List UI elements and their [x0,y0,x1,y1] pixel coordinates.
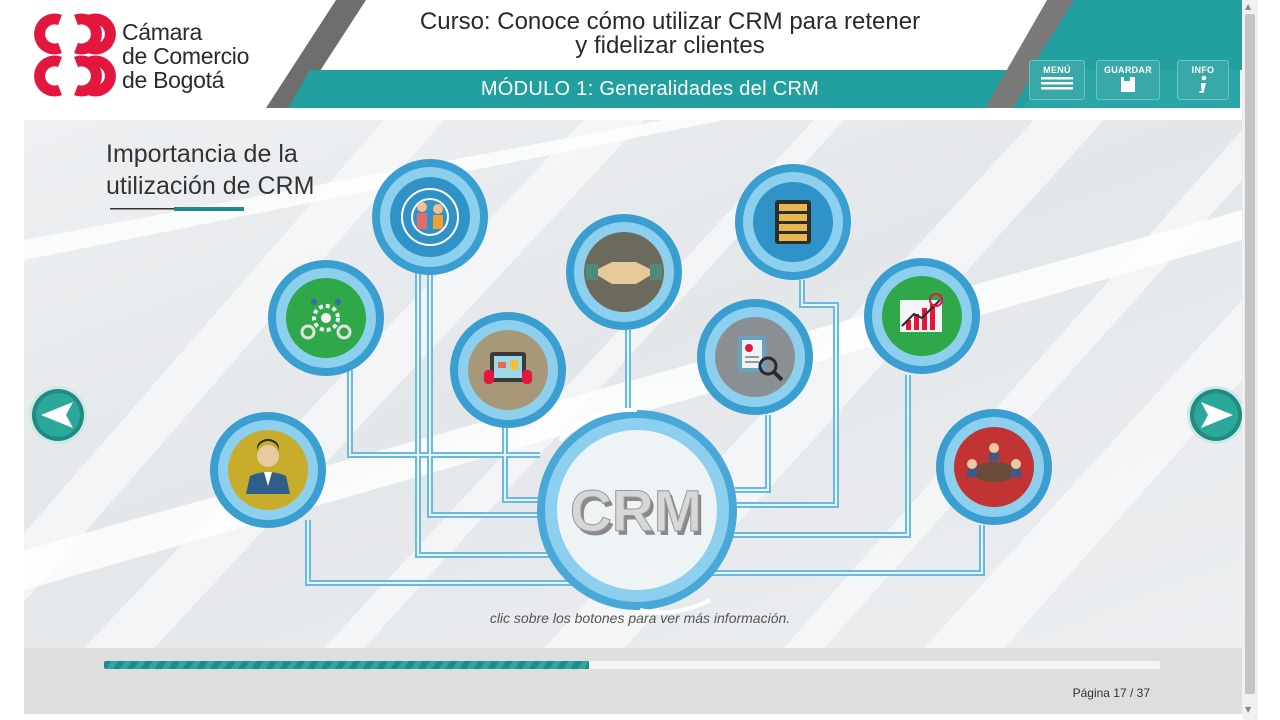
crm-hub: CRM CRM [537,407,737,615]
course-title: Curso: Conoce cómo utilizar CRM para ret… [340,10,1000,58]
page-indicator: Página 17 / 37 [1072,686,1150,700]
tablet-hands-icon [484,352,532,384]
crm-hub-label: CRM [570,479,702,544]
title-underline [110,207,244,211]
header: Cámara de Comercio de Bogotá Curso: Cono… [0,0,1242,108]
menu-button[interactable]: MENÚ [1029,60,1085,100]
background-streaks [24,120,1242,648]
brand-name-line: de Bogotá [122,67,225,93]
customer-avatar-icon [246,439,290,494]
node-gears[interactable] [268,260,384,376]
hamburger-icon [1041,77,1073,90]
document-search-icon [738,336,784,382]
gears-network-icon [300,299,352,340]
brand-logo-icon [34,13,116,97]
info-button-label: INFO [1191,65,1215,75]
node-growth-chart[interactable] [864,258,980,374]
slide-title-line: utilización de CRM [106,172,315,200]
save-button[interactable]: GUARDAR [1096,60,1160,100]
header-teal-corner [1030,0,1242,70]
arrow-left-icon [41,402,73,428]
progress-fill [104,661,589,669]
next-page-button[interactable] [1186,385,1246,445]
team-target-icon [401,188,459,246]
meeting-table-icon [967,443,1021,482]
node-database[interactable] [735,164,851,280]
growth-chart-icon [900,293,943,332]
brand-name-line: de Comercio [122,43,250,69]
node-handshake[interactable] [566,214,682,330]
node-meeting[interactable] [936,409,1052,525]
brand-name-line: Cámara [122,19,203,45]
course-title-line: y fidelizar clientes [575,32,765,59]
menu-button-label: MENÚ [1043,65,1071,75]
scroll-up-icon[interactable]: ▲ [1245,2,1252,11]
progress-bar [104,661,1160,669]
arrow-right-icon [1201,402,1233,428]
prev-page-button[interactable] [28,385,88,445]
node-document-search[interactable] [697,299,813,415]
node-customer[interactable] [210,412,326,528]
handshake-icon [586,262,662,284]
info-button[interactable]: INFO [1177,60,1229,100]
slide-title: Importancia de la utilización de CRM [106,138,314,202]
instruction-text: clic sobre los botones para ver más info… [489,610,791,626]
module-title: MÓDULO 1: Generalidades del CRM [480,78,820,100]
page-edge [1258,0,1280,720]
crm-hub-label-shadow: CRM [573,483,705,548]
node-team-target[interactable] [372,159,488,275]
slide-title-line: Importancia de la [106,140,298,168]
header-accent-stripe [985,0,1075,108]
scrollbar-thumb[interactable] [1245,14,1255,694]
scroll-down-icon[interactable]: ▼ [1245,705,1252,714]
save-button-label: GUARDAR [1103,65,1153,75]
database-server-icon [775,200,811,244]
node-tablet[interactable] [450,312,566,428]
info-icon [1199,75,1207,93]
course-title-line: Curso: Conoce cómo utilizar CRM para ret… [419,8,921,35]
footer [24,648,1242,714]
header-divider-stripe [266,0,366,108]
brand-name: Cámara de Comercio de Bogotá [122,20,249,92]
save-disk-icon [1121,77,1135,92]
